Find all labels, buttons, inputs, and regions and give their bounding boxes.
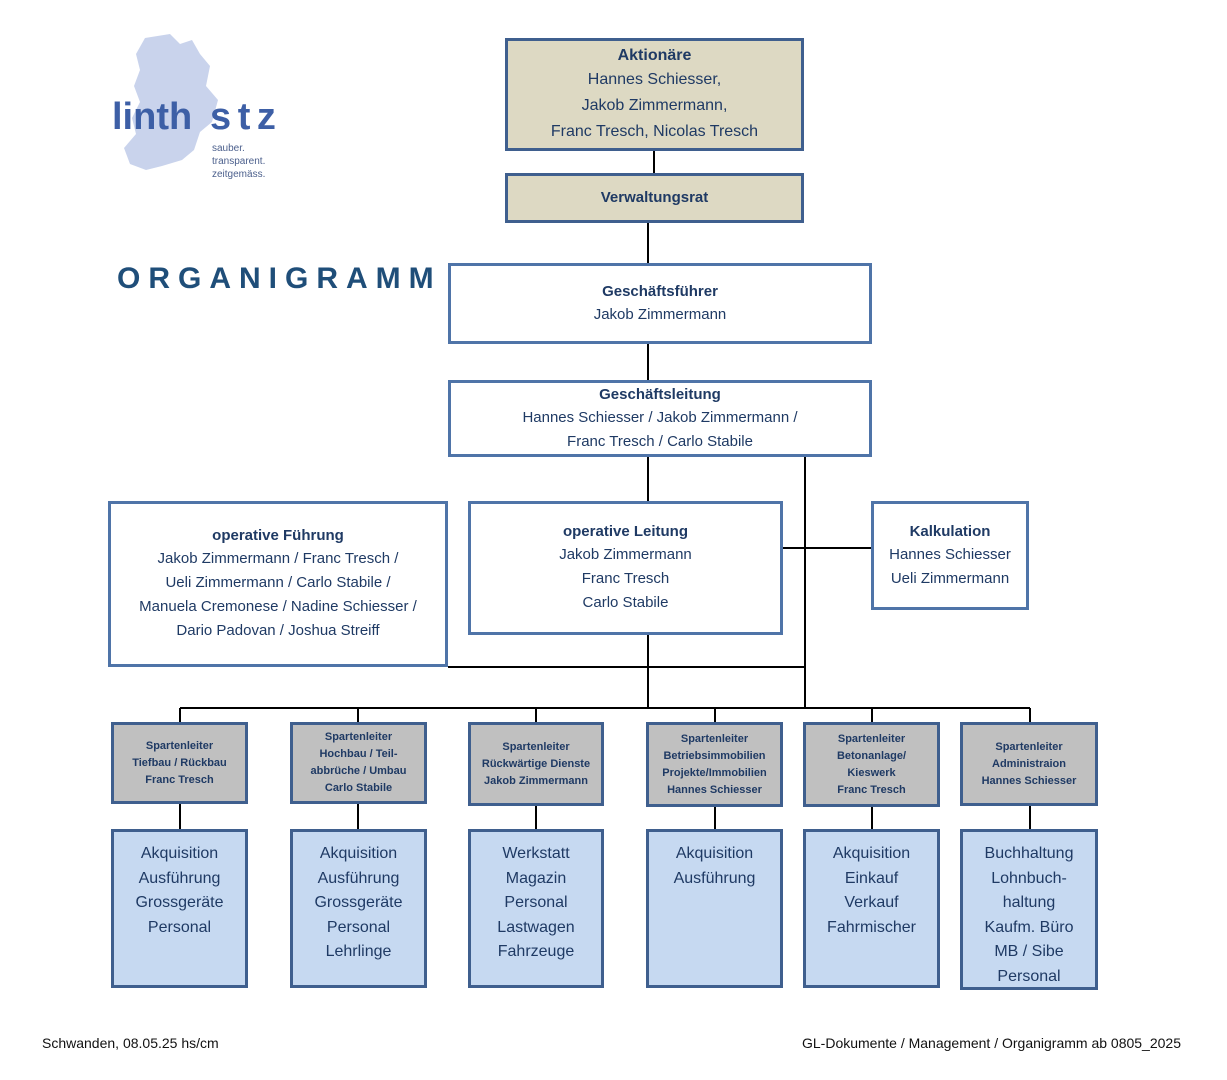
task-item: Einkauf: [844, 869, 899, 887]
node-line: Kieswerk: [847, 766, 896, 779]
task-item: Fahrmischer: [827, 918, 916, 936]
node-title: operative Leitung: [562, 523, 689, 540]
node-line: Administraion: [992, 757, 1066, 770]
region-map-icon: [124, 34, 218, 170]
node-line: Spartenleiter: [145, 739, 214, 752]
node-title: Kalkulation: [909, 522, 991, 540]
node-sparte-hochbau: Spartenleiter Hochbau / Teil- abbrüche /…: [290, 722, 427, 804]
node-line: Franc Tresch / Carlo Stabile: [567, 432, 753, 450]
node-operative-fuehrung: operative Führung Jakob Zimmermann / Fra…: [108, 501, 448, 667]
task-item: Akquisition: [832, 845, 911, 862]
node-geschaeftsleitung: Geschäftsleitung Hannes Schiesser / Jako…: [448, 380, 872, 457]
node-line: Franc Tresch: [837, 783, 906, 796]
node-line: Jakob Zimmermann: [559, 546, 692, 563]
node-line: Manuela Cremonese / Nadine Schiesser /: [139, 598, 417, 615]
task-item: Akquisition: [675, 845, 754, 862]
task-item: Lohnbuch-: [991, 869, 1067, 887]
logo-tagline-3: zeitgemäss.: [212, 169, 266, 180]
node-verwaltungsrat: Verwaltungsrat: [505, 173, 804, 223]
node-line: Jakob Zimmermann / Franc Tresch /: [157, 550, 399, 567]
node-line: Carlo Stabile: [582, 594, 669, 611]
node-sparte-administration: Spartenleiter Administraion Hannes Schie…: [960, 722, 1098, 806]
node-line: Rückwärtige Dienste: [481, 757, 591, 770]
task-item: Personal: [997, 967, 1061, 985]
logo-tagline-2: transparent.: [212, 156, 266, 167]
node-line: Franc Tresch: [581, 570, 670, 587]
task-item: Akquisition: [140, 845, 219, 862]
node-line: abbrüche / Umbau: [310, 765, 407, 777]
node-line: Franc Tresch, Nicolas Tresch: [550, 122, 759, 140]
node-kalkulation: Kalkulation Hannes Schiesser Ueli Zimmer…: [871, 501, 1029, 610]
node-line: Hannes Schiesser: [667, 783, 762, 796]
node-line: Hannes Schiesser,: [587, 70, 722, 88]
task-item: Grossgeräte: [135, 894, 224, 911]
node-line: Spartenleiter: [502, 740, 570, 753]
node-line: Spartenleiter: [995, 740, 1063, 753]
task-item: Grossgeräte: [314, 894, 403, 911]
node-title: Geschäftsleitung: [599, 385, 721, 403]
logo-word-stz: s t z: [210, 96, 276, 138]
node-line: Jakob Zimmermann,: [581, 96, 728, 114]
node-line: Projekte/Immobilien: [662, 766, 767, 779]
task-item: Fahrzeuge: [497, 943, 575, 960]
tasks-beton: Akquisition Einkauf Verkauf Fahrmischer: [803, 829, 940, 988]
task-item: MB / Sibe: [994, 943, 1064, 960]
node-line: Betonanlage/: [836, 749, 907, 762]
task-item: haltung: [1002, 894, 1056, 911]
task-item: Kaufm. Büro: [984, 918, 1074, 936]
company-logo: linth s t z sauber. transparent. zeitgem…: [110, 30, 290, 190]
node-line: Franc Tresch: [145, 773, 214, 786]
node-line: Ueli Zimmermann: [890, 569, 1010, 587]
node-sparte-immobilien: Spartenleiter Betriebsimmobilien Projekt…: [646, 722, 783, 807]
node-geschaeftsfuehrer: Geschäftsführer Jakob Zimmermann: [448, 263, 872, 344]
footer-right: GL-Dokumente / Management / Organigramm …: [802, 1035, 1181, 1051]
node-line: Hannes Schiesser / Jakob Zimmermann /: [522, 408, 798, 426]
node-title: Aktionäre: [617, 46, 692, 64]
tasks-administration: Buchhaltung Lohnbuch- haltung Kaufm. Bür…: [960, 829, 1098, 990]
logo-tagline-1: sauber.: [212, 143, 245, 154]
node-operative-leitung: operative Leitung Jakob Zimmermann Franc…: [468, 501, 783, 635]
task-item: Ausführung: [673, 869, 756, 887]
node-aktionaere: Aktionäre Hannes Schiesser, Jakob Zimmer…: [505, 38, 804, 151]
node-line: Dario Padovan / Joshua Streiff: [176, 622, 380, 639]
logo-word-linth: linth: [112, 96, 193, 138]
node-line: Betriebsimmobilien: [663, 749, 766, 762]
task-item: Personal: [504, 894, 568, 911]
task-item: Ausführung: [138, 869, 221, 887]
footer-left: Schwanden, 08.05.25 hs/cm: [42, 1035, 219, 1051]
node-line: Spartenleiter: [680, 732, 749, 745]
node-line: Tiefbau / Rückbau: [132, 756, 227, 769]
tasks-dienste: Werkstatt Magazin Personal Lastwagen Fah…: [468, 829, 604, 988]
tasks-tiefbau: Akquisition Ausführung Grossgeräte Perso…: [111, 829, 248, 988]
node-line: Jakob Zimmermann: [484, 774, 588, 787]
task-item: Ausführung: [317, 869, 400, 887]
task-item: Magazin: [505, 869, 567, 887]
tasks-hochbau: Akquisition Ausführung Grossgeräte Perso…: [290, 829, 427, 988]
task-item: Werkstatt: [502, 845, 570, 862]
node-line: Hochbau / Teil-: [319, 748, 398, 760]
node-line: Hannes Schiesser: [889, 545, 1011, 563]
node-line: Jakob Zimmermann: [593, 305, 727, 323]
node-line: Spartenleiter: [324, 731, 393, 743]
task-item: Lastwagen: [497, 918, 575, 936]
task-item: Verkauf: [844, 894, 899, 911]
node-title: operative Führung: [212, 527, 344, 544]
task-item: Lehrlinge: [325, 943, 392, 960]
task-item: Personal: [326, 918, 391, 936]
task-item: Personal: [147, 918, 212, 936]
node-sparte-dienste: Spartenleiter Rückwärtige Dienste Jakob …: [468, 722, 604, 806]
task-item: Buchhaltung: [984, 845, 1074, 862]
node-sparte-beton: Spartenleiter Betonanlage/ Kieswerk Fran…: [803, 722, 940, 807]
tasks-immobilien: Akquisition Ausführung: [646, 829, 783, 988]
node-line: Hannes Schiesser: [981, 774, 1077, 787]
node-title: Geschäftsführer: [602, 282, 718, 300]
task-item: Akquisition: [319, 845, 398, 862]
node-line: Spartenleiter: [837, 732, 906, 745]
node-sparte-tiefbau: Spartenleiter Tiefbau / Rückbau Franc Tr…: [111, 722, 248, 804]
node-line: Carlo Stabile: [324, 782, 393, 794]
node-title: Verwaltungsrat: [600, 189, 709, 206]
node-line: Ueli Zimmermann / Carlo Stabile /: [165, 574, 391, 591]
page-title: ORGANIGRAMM: [117, 262, 442, 295]
